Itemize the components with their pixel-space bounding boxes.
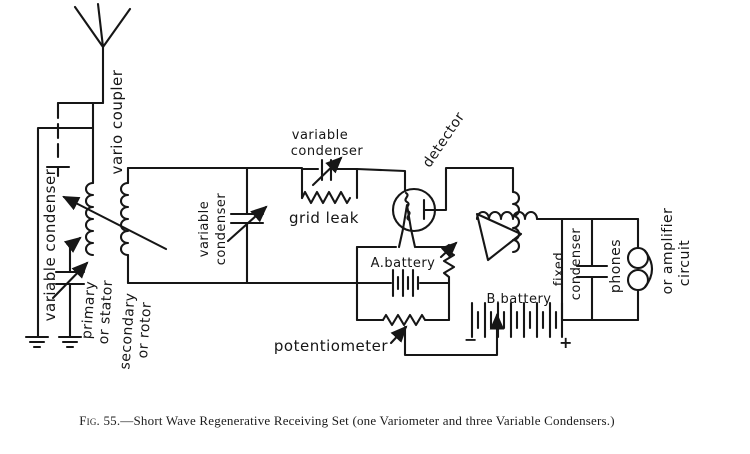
label-primary-line1: primary	[79, 280, 99, 339]
figure-caption-number: Fig. 55.	[79, 413, 120, 428]
label-a-battery: A.battery	[371, 256, 436, 271]
label-amplifier-line1: or amplifier	[660, 208, 676, 295]
b-battery-symbol	[470, 301, 564, 339]
label-tuning-condenser-line2: condenser	[214, 193, 229, 266]
label-grid-condenser-line2: condenser	[291, 144, 364, 159]
output-parallel-section	[560, 217, 640, 322]
tuning-variable-condenser-symbol	[226, 166, 268, 285]
grid-lead-wire	[355, 167, 407, 193]
a-battery-box	[355, 241, 458, 327]
antenna-symbol	[73, 2, 132, 105]
label-tuning-condenser-line1: variable	[197, 201, 212, 257]
figure-caption-text: —Short Wave Regenerative Receiving Set (…	[119, 413, 614, 428]
grid-condenser-symbol	[300, 156, 359, 187]
label-secondary-line1: secondary	[117, 292, 138, 370]
label-primary-line2: or stator	[96, 279, 116, 344]
label-detector: detector	[420, 109, 469, 170]
plate-lead-wire	[422, 166, 515, 212]
label-b-plus: +	[559, 333, 573, 352]
phones-symbol	[626, 246, 654, 292]
figure-caption: Fig. 55.—Short Wave Regenerative Receivi…	[79, 413, 615, 428]
detector-tube	[391, 187, 437, 249]
label-b-minus: −	[464, 330, 478, 349]
ground-symbol-right	[57, 335, 83, 349]
label-amplifier-line2: circuit	[677, 240, 693, 286]
primary-tap-condenser-branch	[51, 236, 89, 338]
ground-symbol-left	[24, 335, 50, 349]
label-fixed-condenser-line2: condenser	[569, 228, 584, 301]
label-secondary-line2: or rotor	[135, 301, 155, 359]
vario-coupler-primary-coil	[84, 101, 95, 257]
label-fixed-condenser-line1: fixed	[552, 252, 567, 286]
label-vario-coupler: vario coupler	[108, 69, 126, 174]
vario-coupler-secondary-coil	[119, 166, 130, 285]
potentiometer-label-arrow	[389, 325, 408, 345]
coupling-arrow	[62, 195, 168, 251]
label-phones: phones	[608, 239, 624, 293]
label-antenna-condenser: variable condenser	[41, 168, 59, 321]
antenna-variable-condenser-symbol	[45, 101, 105, 178]
label-grid-condenser-line1: variable	[292, 128, 348, 143]
grid-leak-resistor	[300, 167, 359, 205]
label-potentiometer: potentiometer	[274, 337, 388, 355]
label-grid-leak: grid leak	[289, 209, 359, 227]
antenna-ground-branch	[36, 126, 95, 338]
variometer	[475, 190, 539, 262]
label-b-battery: B.battery	[487, 292, 552, 307]
